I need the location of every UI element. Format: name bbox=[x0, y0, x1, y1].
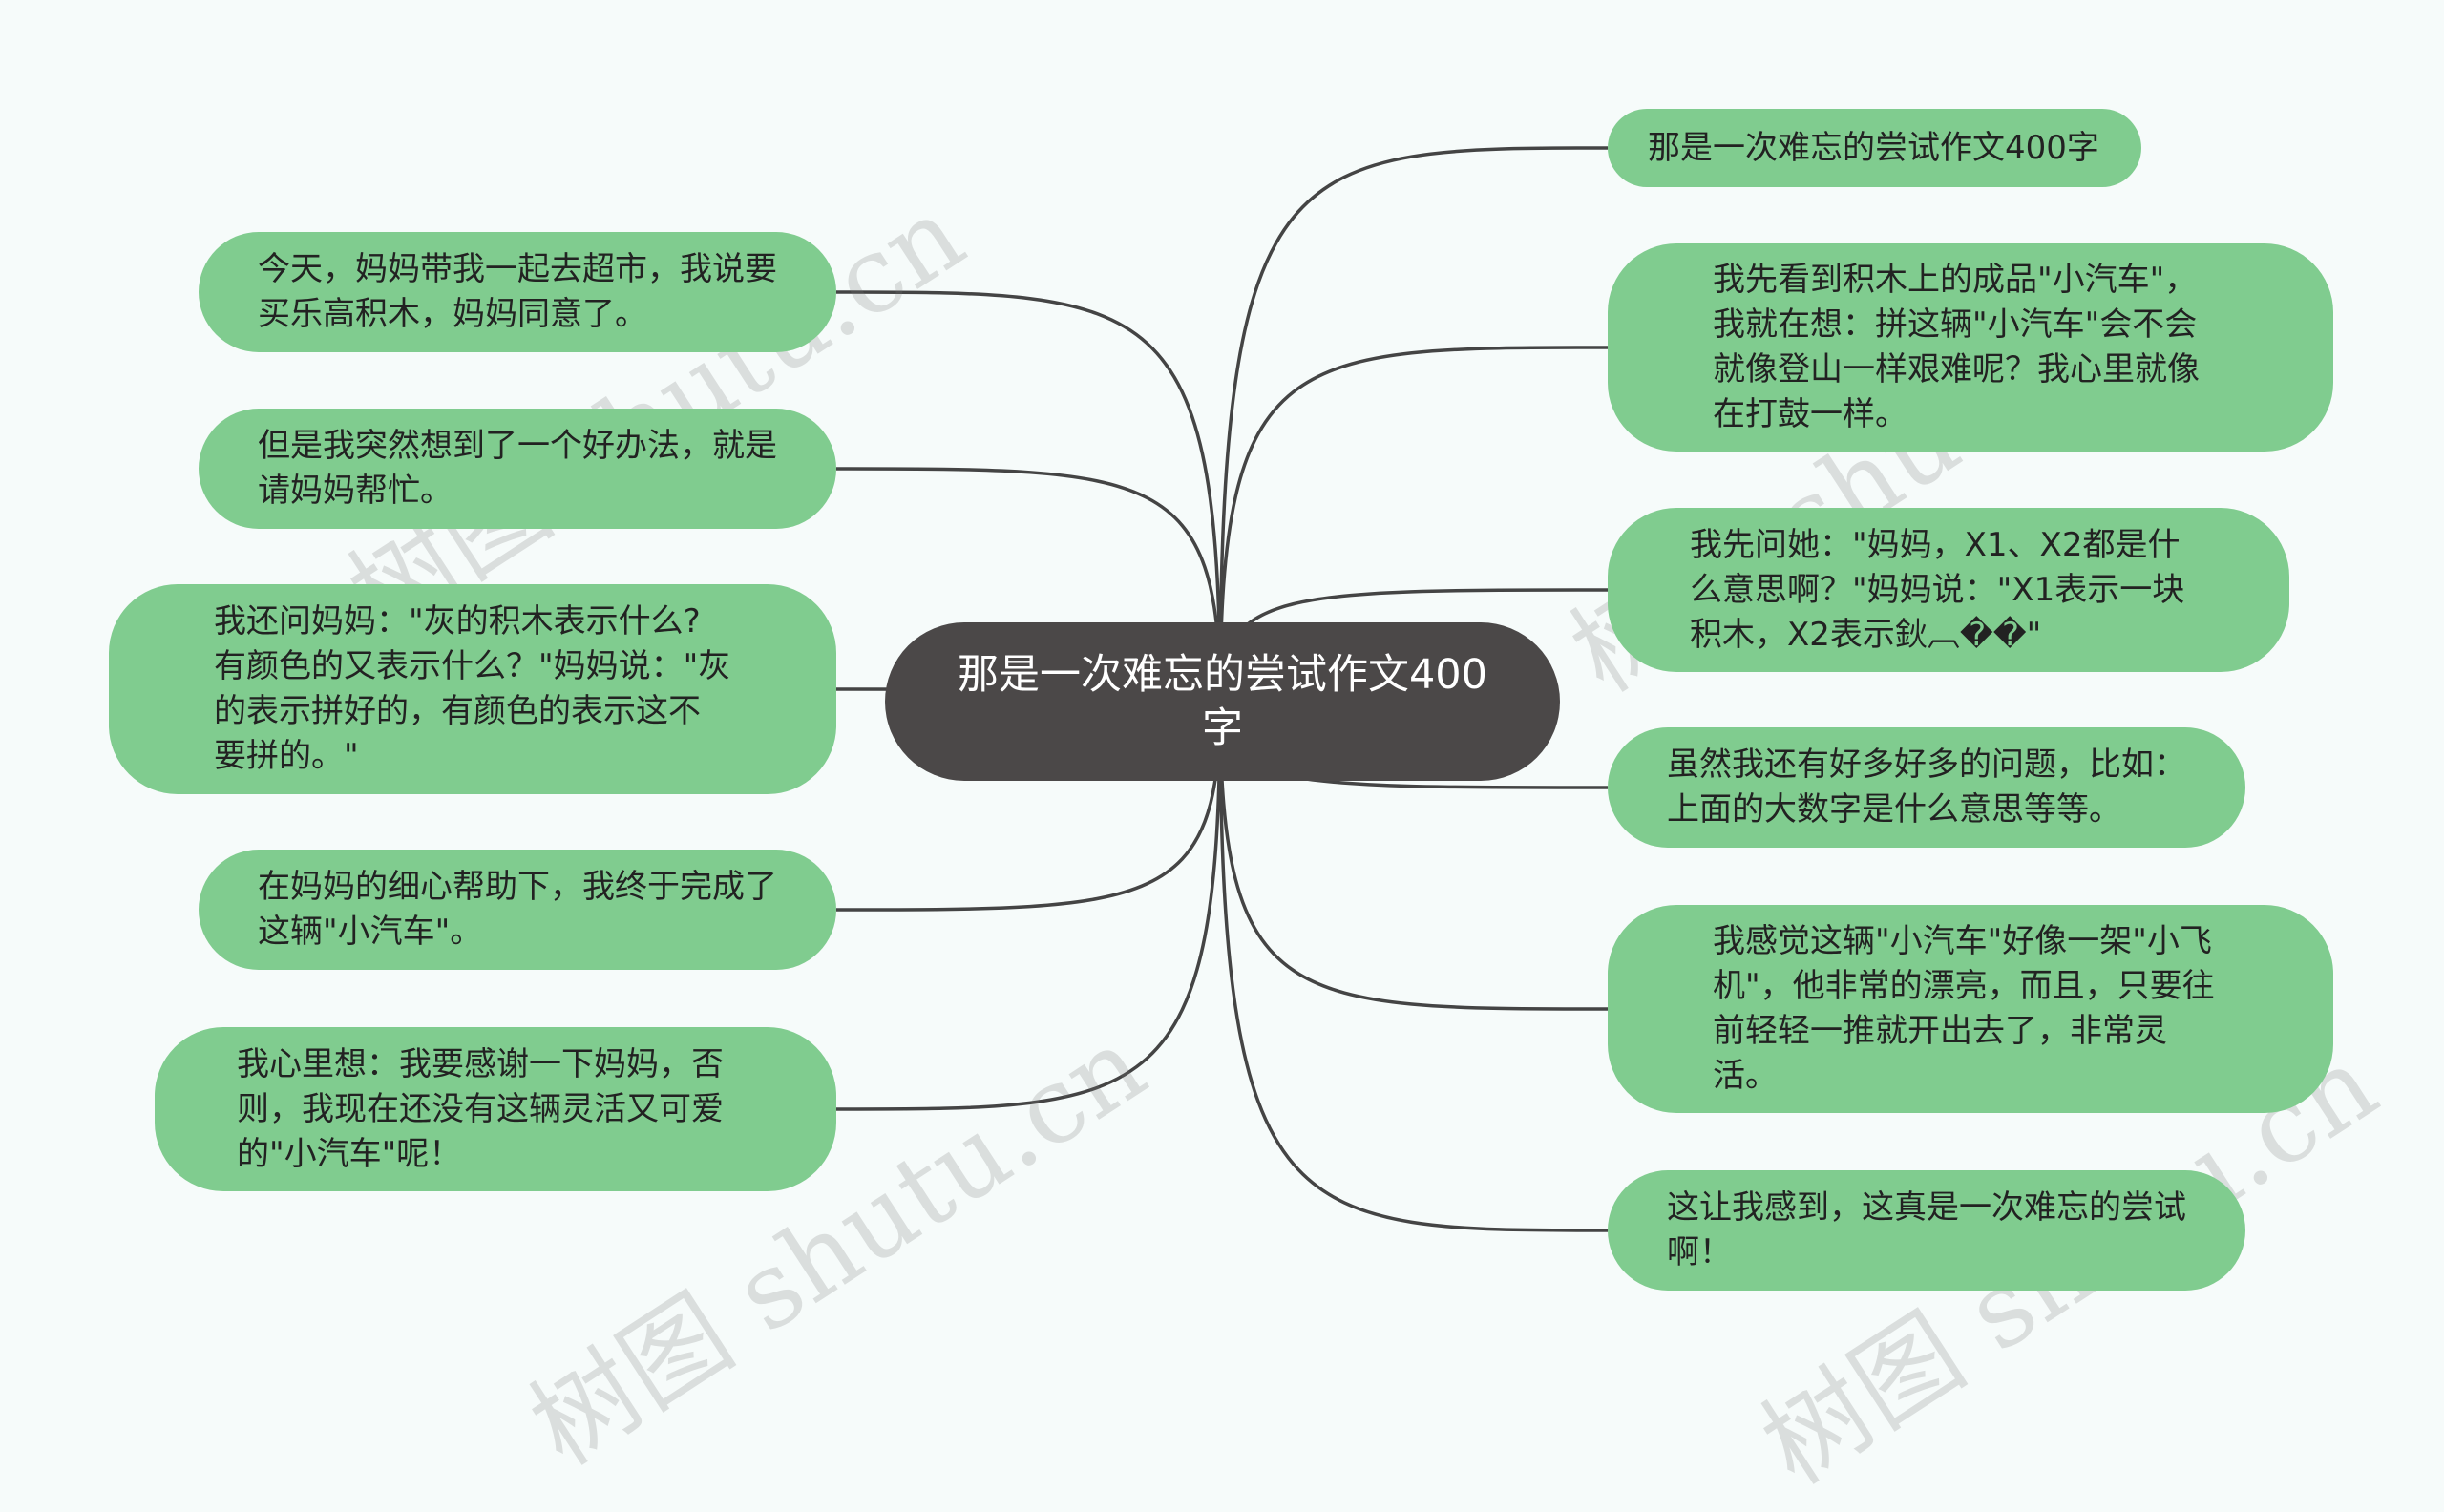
node-text: 我先问她："妈妈，X1、X2都是什么意思啊？"妈妈说："X1表示一块积木，X2表… bbox=[1690, 525, 2185, 654]
left-topic-node[interactable]: 我心里想：我要感谢一下妈妈，否则，我现在还没有这辆灵活又可爱的"小汽车"呢！ bbox=[155, 1027, 836, 1191]
left-topic-node[interactable]: 在妈妈的细心帮助下，我终于完成了这辆"小汽车"。 bbox=[199, 850, 836, 970]
connector-line bbox=[1218, 146, 1609, 703]
right-topic-node[interactable]: 这让我感到，这真是一次难忘的尝试啊！ bbox=[1608, 1170, 2245, 1291]
connector-line bbox=[835, 290, 1222, 703]
connector-line bbox=[835, 701, 1222, 1111]
left-topic-node[interactable]: 我还问妈妈："灰的积木表示什么?有颜色的又表示什么？"妈妈说："灰的表示拼好的，… bbox=[109, 584, 836, 794]
node-text: 虽然我还有好多好多的问题，比如：上面的大数字是什么意思等等。 bbox=[1667, 746, 2186, 829]
node-text: 在妈妈的细心帮助下，我终于完成了这辆"小汽车"。 bbox=[258, 868, 777, 951]
node-text: 但是我突然想到了一个好办法，就是请妈妈帮忙。 bbox=[258, 427, 777, 510]
connector-line bbox=[1218, 701, 1609, 1232]
right-topic-node[interactable]: 我感觉这辆"小汽车"好像一架"小飞机"，他非常的漂亮，而且，只要往前轻轻一推就开… bbox=[1608, 905, 2333, 1113]
center-topic[interactable]: 那是一次难忘的尝试作文400字 bbox=[885, 622, 1560, 781]
right-topic-node[interactable]: 我先看到积木上的成品"小汽车"，我就在想：拼这辆"小汽车"会不会就像登山一样艰难… bbox=[1608, 243, 2333, 452]
left-topic-node[interactable]: 但是我突然想到了一个好办法，就是请妈妈帮忙。 bbox=[199, 409, 836, 529]
right-topic-node[interactable]: 我先问她："妈妈，X1、X2都是什么意思啊？"妈妈说："X1表示一块积木，X2表… bbox=[1608, 508, 2289, 672]
node-text: 今天，妈妈带我一起去超市，我说要买乐高积木，妈妈同意了。 bbox=[258, 250, 777, 333]
connector-line bbox=[1218, 701, 1609, 1011]
mind-map: 树图 shutu.cn 树图 shutu.cn 树图 shutu.cn 树图 s… bbox=[109, 109, 2397, 1507]
right-topic-node[interactable]: 那是一次难忘的尝试作文400字 bbox=[1608, 109, 2141, 187]
left-topic-node[interactable]: 今天，妈妈带我一起去超市，我说要买乐高积木，妈妈同意了。 bbox=[199, 232, 836, 352]
connector-line bbox=[1218, 346, 1609, 703]
node-text: 我先看到积木上的成品"小汽车"，我就在想：拼这辆"小汽车"会不会就像登山一样艰难… bbox=[1713, 261, 2200, 433]
right-topic-node[interactable]: 虽然我还有好多好多的问题，比如：上面的大数字是什么意思等等。 bbox=[1608, 727, 2245, 848]
node-text: 我还问妈妈："灰的积木表示什么?有颜色的又表示什么？"妈妈说："灰的表示拼好的，… bbox=[214, 602, 731, 775]
node-text: 我感觉这辆"小汽车"好像一架"小飞机"，他非常的漂亮，而且，只要往前轻轻一推就开… bbox=[1713, 922, 2215, 1095]
node-text: 我心里想：我要感谢一下妈妈，否则，我现在还没有这辆灵活又可爱的"小汽车"呢！ bbox=[237, 1044, 724, 1173]
node-text: 这让我感到，这真是一次难忘的尝试啊！ bbox=[1667, 1188, 2186, 1271]
connector-line bbox=[835, 467, 1222, 703]
node-text: 那是一次难忘的尝试作文400字 bbox=[1648, 128, 2099, 167]
